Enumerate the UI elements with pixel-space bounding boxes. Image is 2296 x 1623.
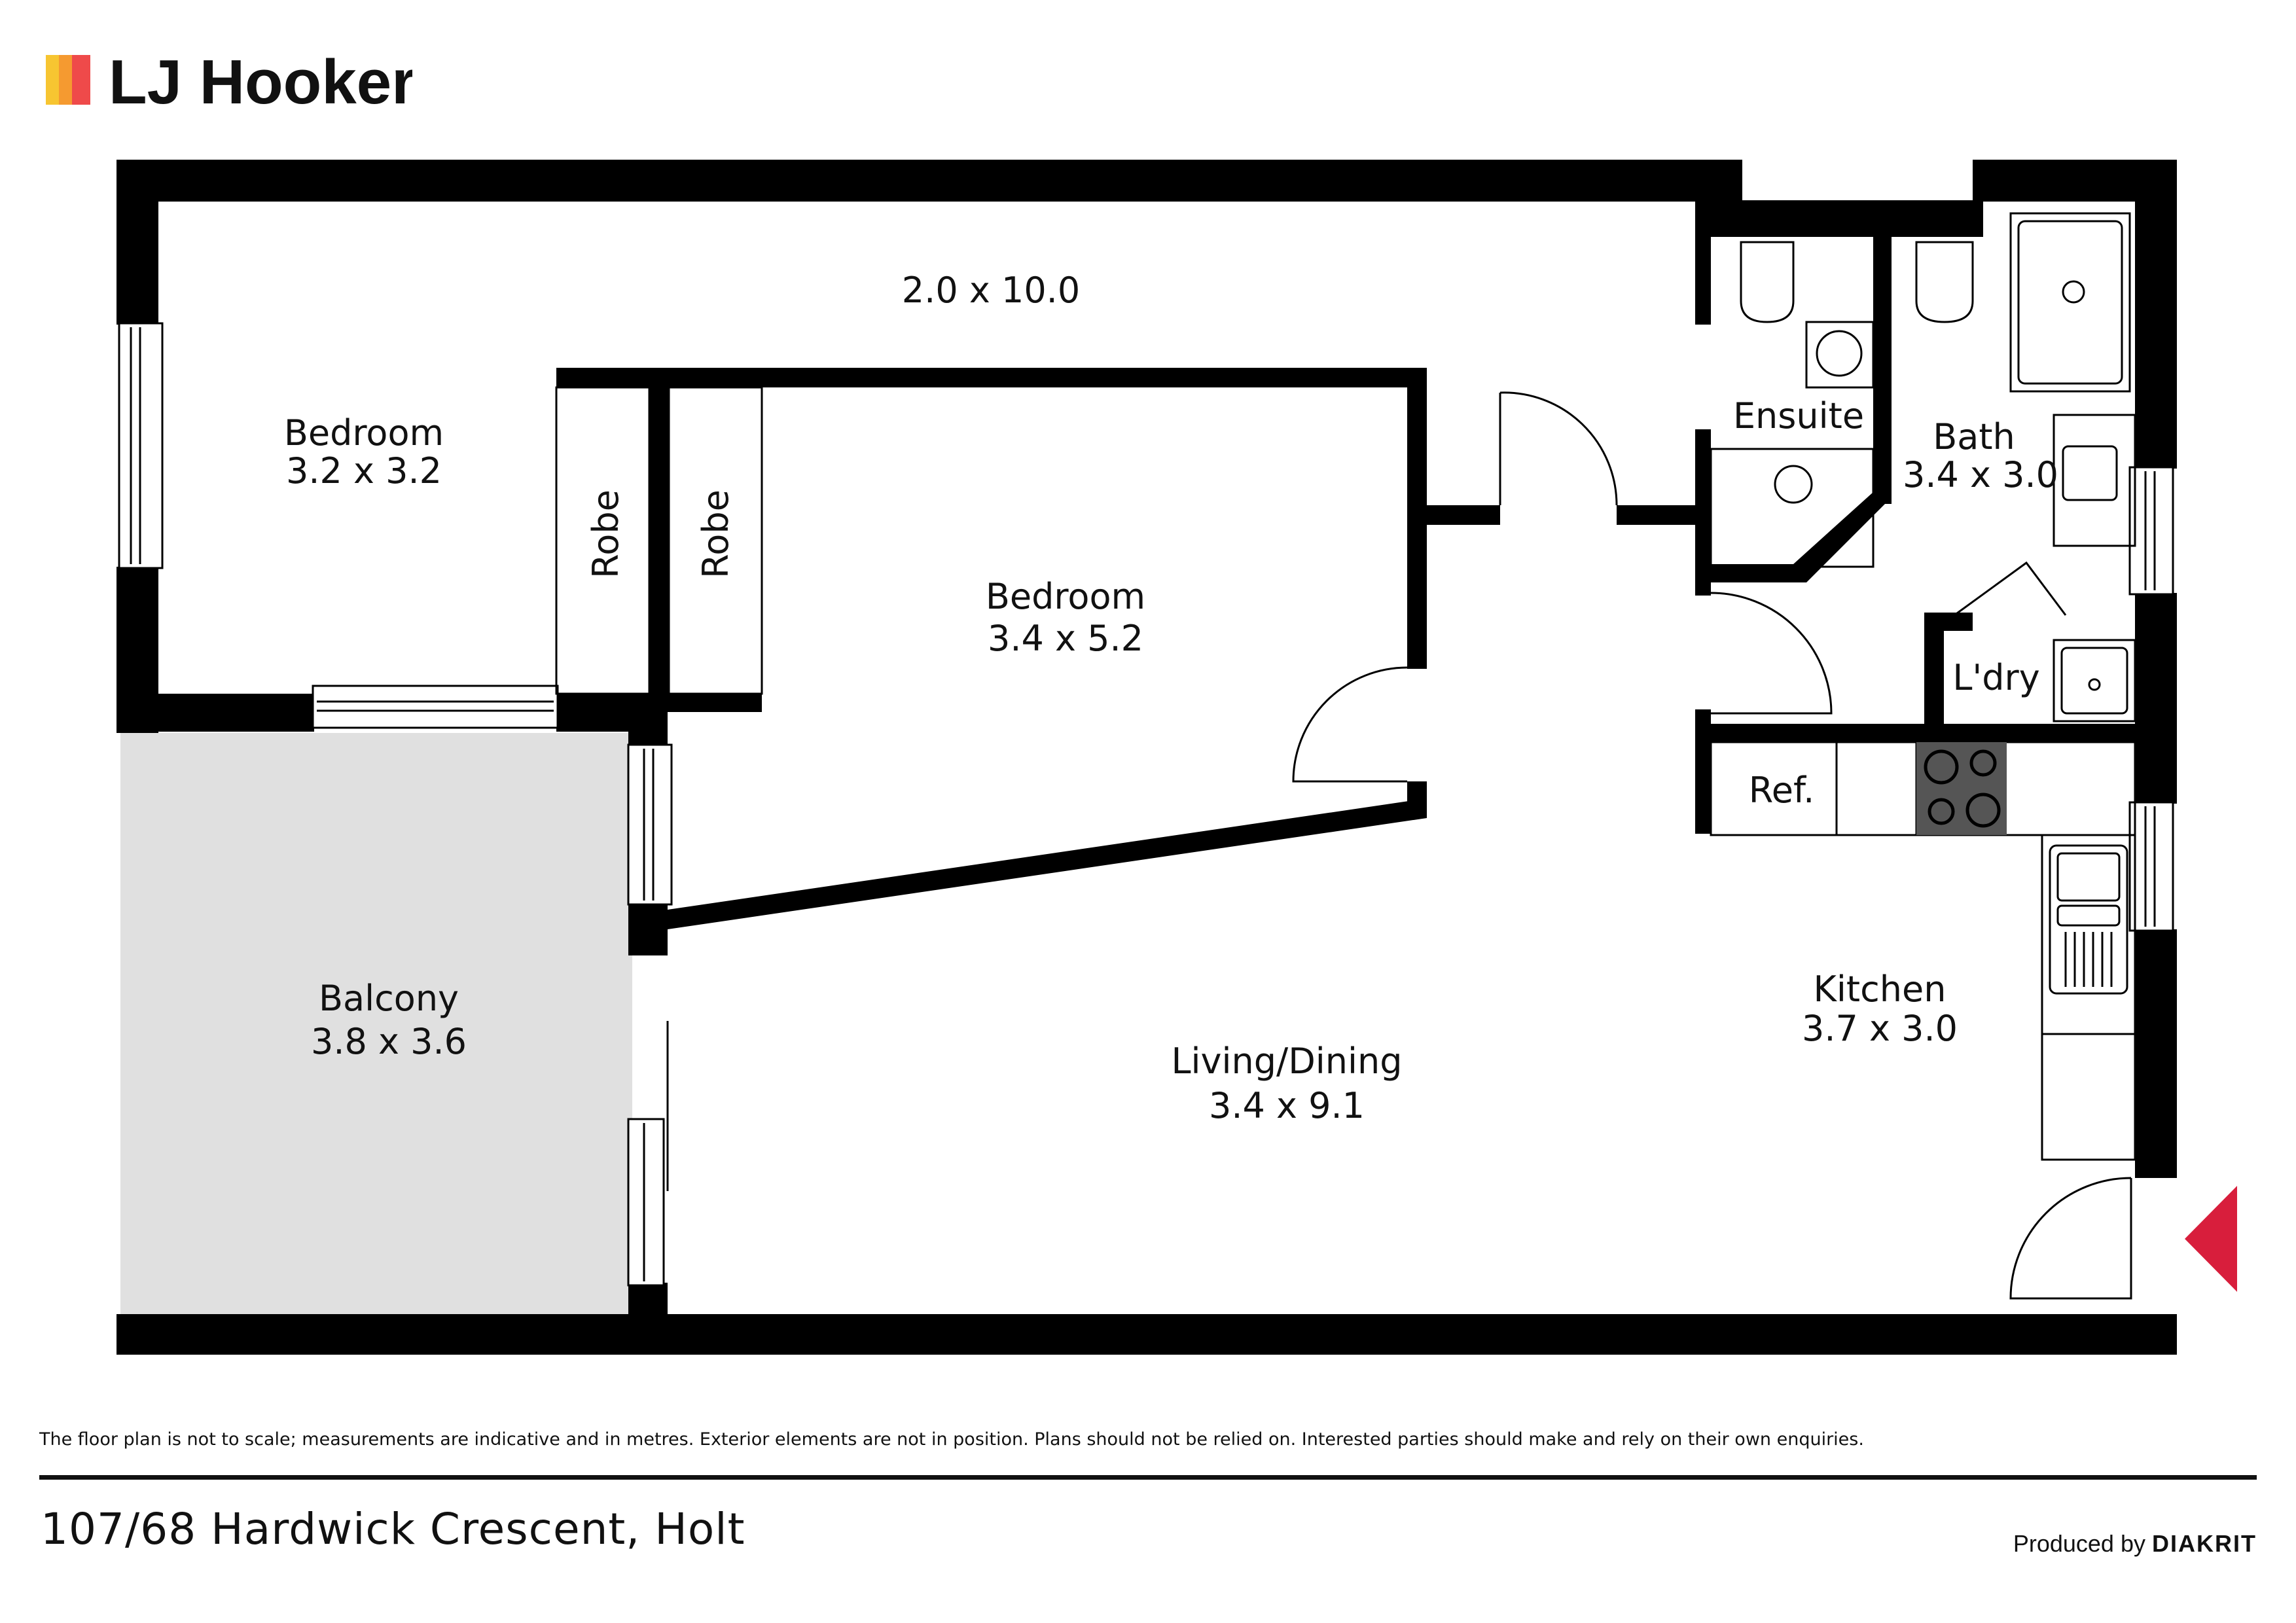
door-bedroom2	[1292, 666, 1408, 783]
entry-marker	[2185, 1186, 2237, 1292]
wall-robe-top	[556, 368, 1427, 387]
shower-bath	[2009, 212, 2131, 393]
wall-kitchen-top	[1695, 724, 2177, 742]
robe2-outline	[668, 386, 763, 695]
logo-stripe-orange	[59, 55, 72, 105]
toilet-bath	[1915, 241, 1974, 323]
window-bedroom1-bottom	[312, 685, 559, 729]
wall-top-notch	[1695, 200, 1983, 237]
laundry-name: L'dry	[1952, 657, 2039, 698]
window-kitchen-right	[2128, 801, 2174, 932]
door-laundry	[1954, 561, 2067, 616]
wall-ensuite-bath-divider	[1873, 236, 1892, 504]
logo-stripe-yellow	[46, 55, 59, 105]
fixtures	[555, 212, 2136, 1300]
window-bedroom2-balcony	[627, 743, 673, 906]
bedroom2-name: Bedroom	[986, 576, 1145, 617]
bath-dims: 3.4 x 3.0	[1903, 454, 2058, 495]
living-dims: 3.4 x 9.1	[1209, 1085, 1365, 1126]
door-ensuite	[1710, 592, 1833, 715]
kitchen-dims: 3.7 x 3.0	[1802, 1008, 1958, 1049]
wall-laundry-left	[1924, 613, 1944, 725]
basin-ensuite	[1805, 321, 1874, 389]
living-name: Living/Dining	[1171, 1041, 1402, 1082]
robe1-outline	[555, 386, 651, 695]
wall-bed2-diagonal	[668, 798, 1427, 929]
wall-bottom	[117, 1314, 2177, 1355]
windows	[118, 322, 2174, 1287]
wall-hall-stub-left	[1420, 505, 1500, 525]
wall-right-lower	[2135, 929, 2177, 1178]
produced-by-label: Produced by	[2013, 1530, 2145, 1557]
kitchen-bench-right	[2041, 834, 2136, 1161]
kitchen-name: Kitchen	[1814, 969, 1946, 1010]
property-address: 107/68 Hardwick Crescent, Holt	[41, 1504, 745, 1554]
wall-balcony-right-a	[628, 694, 668, 746]
wall-right-upper	[2135, 160, 2177, 469]
wall-hall-stub-right	[1617, 505, 1702, 525]
footer-divider	[39, 1475, 2257, 1480]
wall-robe-bottom	[668, 694, 762, 712]
kitchen-sink	[2049, 844, 2128, 995]
produced-by: Produced by DIAKRIT	[2013, 1530, 2257, 1558]
produced-by-brand: DIAKRIT	[2152, 1530, 2257, 1557]
window-bath-right	[2128, 466, 2174, 596]
vanity-bath	[2053, 414, 2136, 547]
wall-kitchen-left-upper	[1695, 709, 1711, 834]
room-labels: 2.0 x 10.0 Bedroom 3.2 x 3.2 Robe Robe B…	[284, 270, 2058, 1126]
balcony-name: Balcony	[319, 978, 459, 1019]
bedroom1-name: Bedroom	[284, 412, 444, 454]
disclaimer-text: The floor plan is not to scale; measurem…	[39, 1429, 1864, 1450]
wall-right-mid	[2135, 593, 2177, 804]
wall-balcony-right-c	[628, 1283, 668, 1322]
bedroom1-dims: 3.2 x 3.2	[286, 450, 442, 491]
bath-name: Bath	[1933, 416, 2015, 457]
robe2-name: Robe	[695, 490, 736, 579]
laundry-tub	[2053, 639, 2136, 722]
wall-laundry-top	[1924, 613, 1973, 631]
balcony-floor	[120, 733, 632, 1315]
toilet-ensuite	[1740, 241, 1795, 323]
logo-stripe-red	[72, 55, 90, 105]
door-balcony-slider	[627, 1118, 665, 1287]
wall-left-upper	[117, 160, 158, 325]
door-entry	[2009, 1177, 2132, 1300]
balcony-dims: 3.8 x 3.6	[311, 1021, 467, 1062]
hall-dims: 2.0 x 10.0	[902, 270, 1080, 311]
logo-wordmark: LJ Hooker	[109, 47, 412, 117]
ensuite-name: Ensuite	[1733, 395, 1864, 437]
lj-hooker-logo: LJ Hooker	[46, 47, 412, 117]
shower-ensuite	[1710, 448, 1874, 568]
wall-top	[117, 160, 1742, 202]
bedroom2-dims: 3.4 x 5.2	[988, 618, 1143, 659]
walls	[117, 160, 2177, 1355]
wall-robe-divider	[649, 368, 669, 695]
fridge-name: Ref.	[1749, 770, 1815, 811]
robe1-name: Robe	[585, 490, 626, 579]
wall-balcony-right-b	[628, 903, 668, 955]
sink-drainer	[2064, 932, 2113, 987]
door-hall	[1499, 391, 1618, 506]
wall-bedroom1-bottom-a	[117, 694, 314, 732]
wall-ensuite-diagonal	[1793, 492, 1885, 582]
wall-ensuite-left-upper	[1695, 200, 1711, 325]
cooktop-burners	[1924, 749, 2001, 828]
